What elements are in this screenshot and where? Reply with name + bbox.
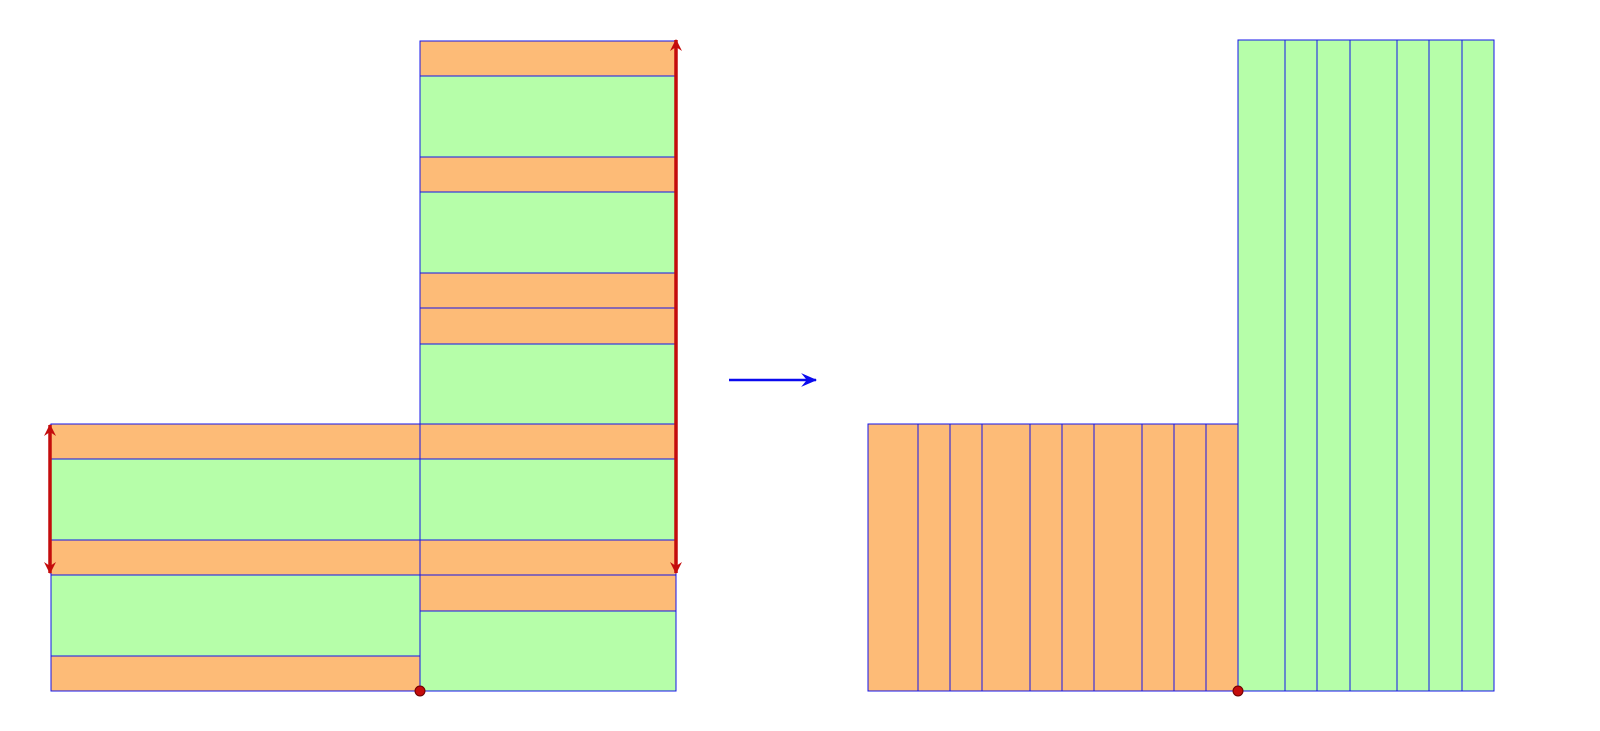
right-green-strip-5 (1396, 39, 1430, 692)
left-figure-arrows (44, 39, 682, 574)
right-orange-strip-2 (917, 423, 951, 692)
left-strip-bottom-5 (50, 423, 421, 460)
right-orange-strip-4 (981, 423, 1031, 692)
right-green-strip-1 (1237, 39, 1286, 692)
left-strip-bottom-4 (50, 458, 421, 541)
left-l-shape-horizontal-strips (50, 40, 677, 692)
left-strip-tower-8 (419, 272, 677, 309)
left-strip-tower-3 (419, 539, 677, 576)
left-strip-tower-2 (419, 574, 677, 612)
left-strip-tower-12 (419, 40, 677, 77)
right-orange-strip-9 (1173, 423, 1207, 692)
right-green-strip-6 (1428, 39, 1463, 692)
left-strip-tower-4 (419, 458, 677, 541)
left-strip-tower-6 (419, 343, 677, 425)
right-orange-strip-7 (1093, 423, 1143, 692)
left-strip-tower-11 (419, 75, 677, 158)
left-strip-bottom-3 (50, 539, 421, 576)
right-corner-point (1232, 685, 1244, 697)
right-orange-strip-1 (867, 423, 919, 692)
right-orange-strip-5 (1029, 423, 1063, 692)
left-strip-tower-10 (419, 156, 677, 193)
left-strip-tower-1 (419, 610, 677, 692)
right-orange-strip-3 (949, 423, 983, 692)
right-orange-strip-8 (1141, 423, 1175, 692)
left-corner-point (414, 685, 426, 697)
right-l-shape-vertical-strips (867, 39, 1495, 692)
right-green-strip-2 (1284, 39, 1318, 692)
left-strip-bottom-2 (50, 574, 421, 657)
right-orange-strip-10 (1205, 423, 1240, 692)
right-orange-strip-6 (1061, 423, 1095, 692)
right-green-strip-4 (1349, 39, 1398, 692)
right-green-strip-3 (1316, 39, 1351, 692)
right-green-strip-7 (1461, 39, 1495, 692)
left-strip-tower-9 (419, 191, 677, 274)
left-strip-tower-7 (419, 307, 677, 345)
left-strip-bottom-1 (50, 655, 421, 692)
left-strip-tower-5 (419, 423, 677, 460)
